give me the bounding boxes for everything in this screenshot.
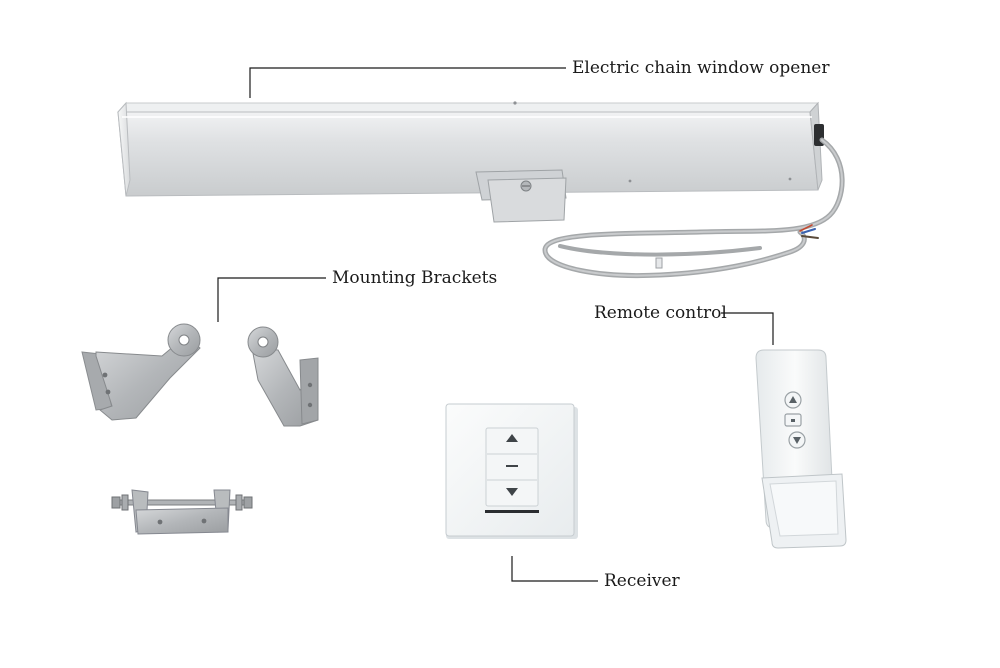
down-button-icon bbox=[793, 437, 801, 444]
power-cable bbox=[542, 137, 845, 278]
receiver-switch bbox=[445, 403, 578, 539]
up-button-icon bbox=[789, 396, 797, 403]
stop-button-icon bbox=[791, 419, 795, 422]
mounting-bracket-right bbox=[247, 326, 319, 427]
remote-label: Remote control bbox=[594, 303, 727, 323]
mounting-bracket-left bbox=[81, 323, 201, 421]
brackets-label: Mounting Brackets bbox=[332, 268, 498, 288]
opener-label: Electric chain window opener bbox=[572, 58, 830, 78]
receiver-leader-line bbox=[511, 556, 598, 582]
leader-lines bbox=[217, 67, 774, 582]
down-arrow-icon bbox=[506, 488, 518, 496]
opener-leader-line bbox=[249, 67, 566, 98]
window-opener bbox=[116, 101, 824, 223]
receiver-label: Receiver bbox=[604, 571, 680, 591]
remote-leader-line bbox=[721, 312, 774, 345]
mounting-bracket-bottom bbox=[111, 489, 253, 535]
up-arrow-icon bbox=[506, 434, 518, 442]
stop-icon bbox=[506, 465, 518, 467]
brackets-leader-line bbox=[217, 277, 326, 322]
remote-control bbox=[755, 349, 847, 549]
